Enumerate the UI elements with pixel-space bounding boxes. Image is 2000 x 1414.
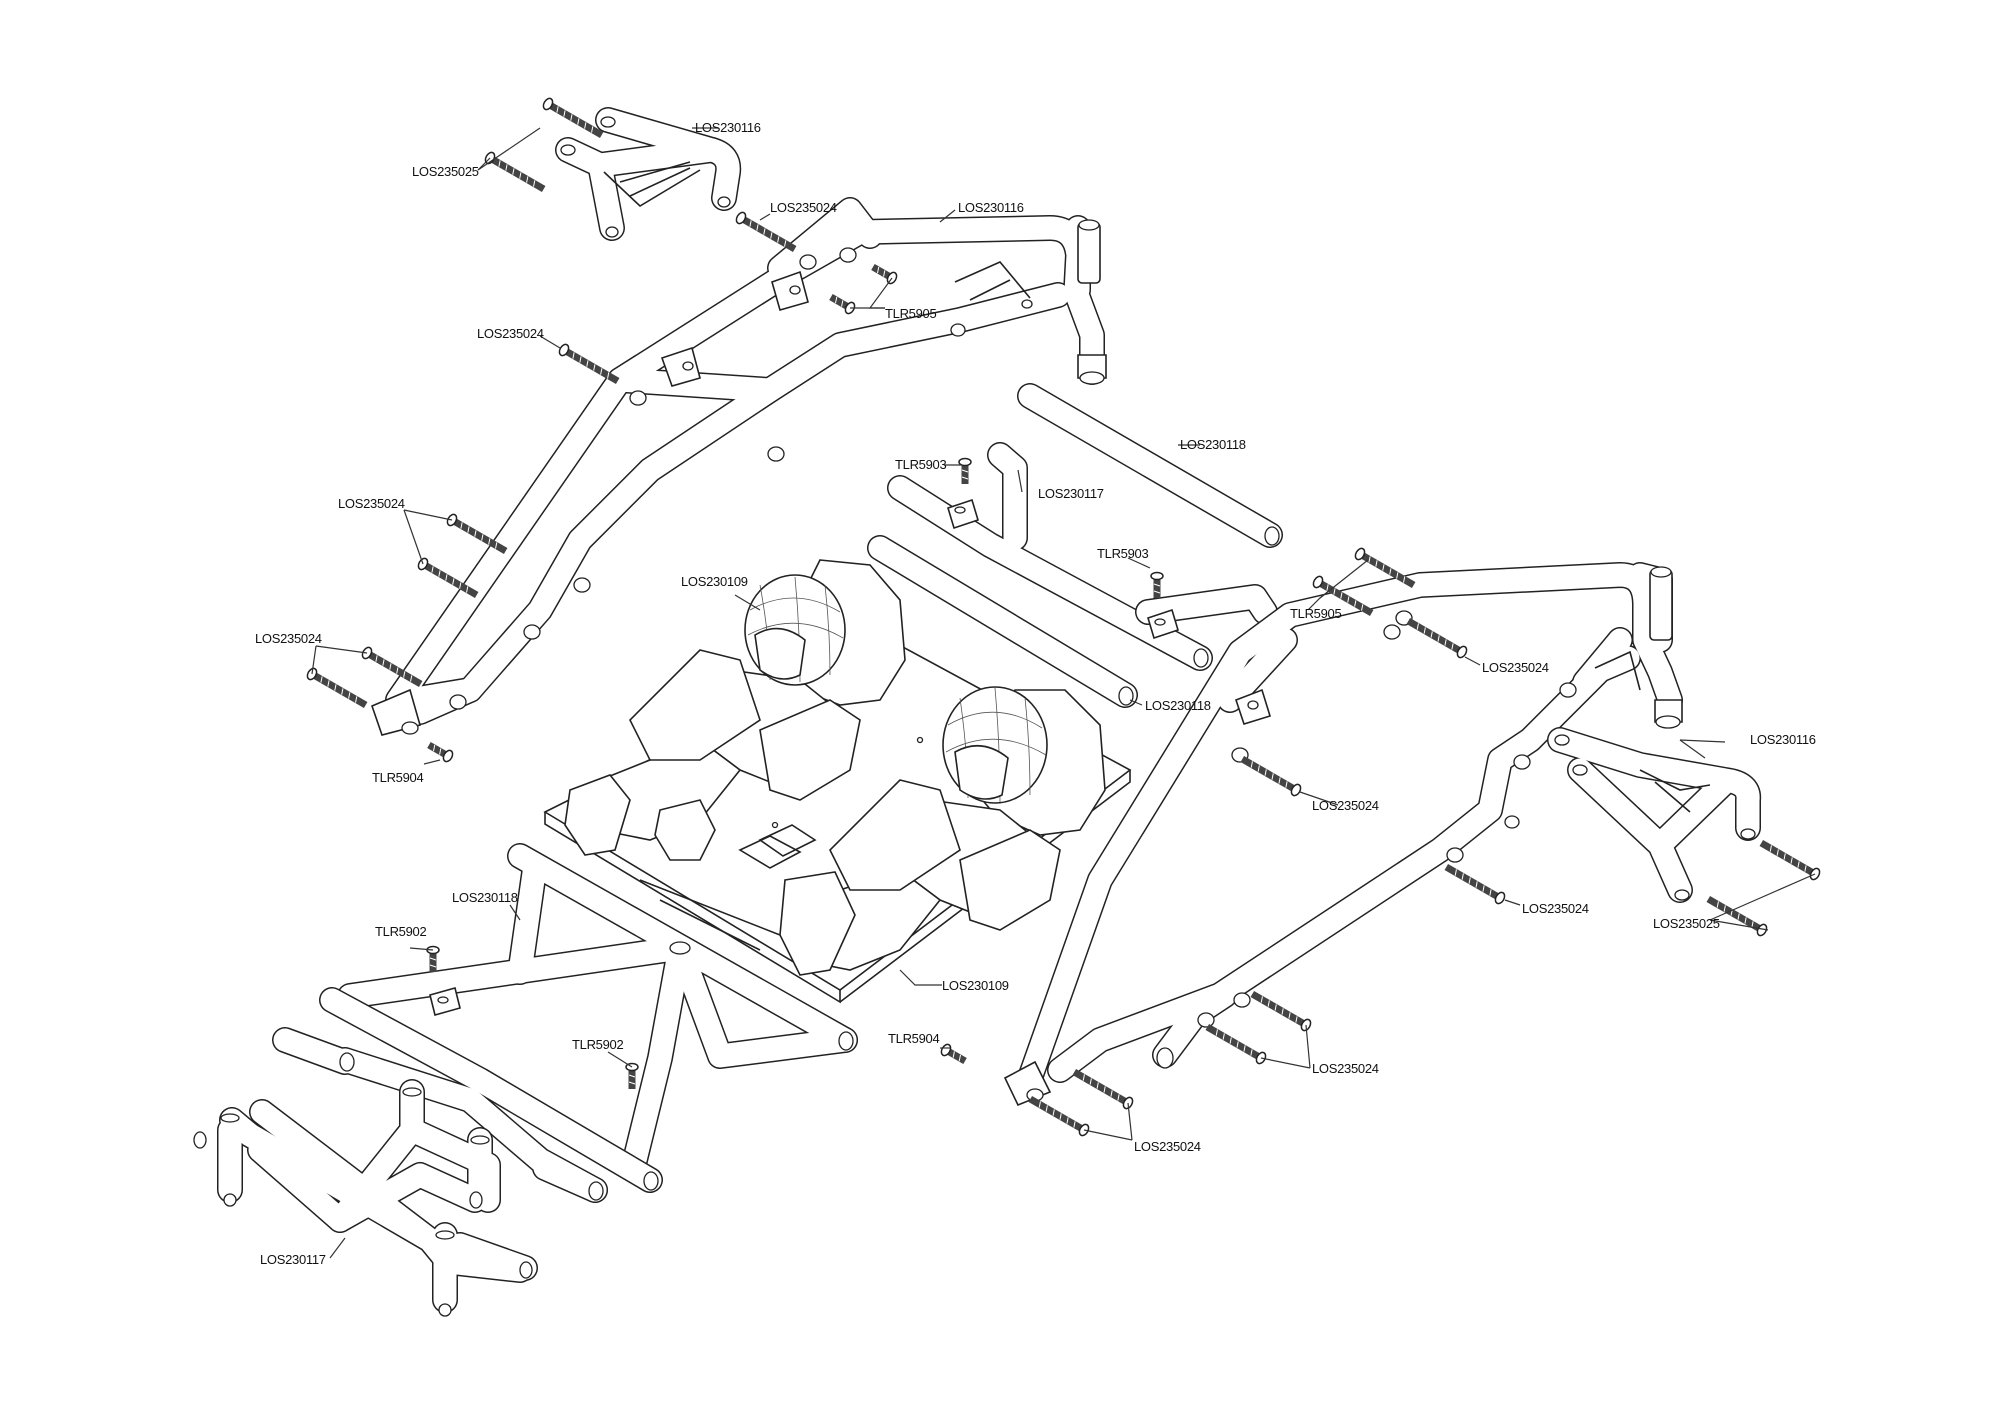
label-los230116-top-left: LOS230116 bbox=[695, 120, 761, 135]
screw-tlr5902-b bbox=[626, 1064, 638, 1090]
screw-right-bottom-1 bbox=[1071, 1067, 1134, 1110]
label-tlr5902-a: TLR5902 bbox=[375, 924, 426, 939]
center-crossbar-part bbox=[887, 442, 1213, 671]
screw-tlr5905-a bbox=[870, 262, 899, 285]
drivers-part bbox=[564, 559, 1106, 976]
right-roll-cage-part bbox=[1003, 562, 1683, 1107]
center-rod-part bbox=[867, 535, 1278, 708]
screw-right-cage-mid bbox=[1239, 754, 1302, 797]
label-tlr5904-right: TLR5904 bbox=[888, 1031, 939, 1046]
screw-left-cage-mid bbox=[558, 343, 621, 386]
screw-tlr5902-a bbox=[427, 947, 439, 973]
label-los230116-left-cage: LOS230116 bbox=[958, 200, 1024, 215]
screw-tlr5904-right bbox=[940, 1043, 969, 1066]
label-los230117-bumper: LOS230117 bbox=[260, 1252, 326, 1267]
label-los230118-front: LOS230118 bbox=[452, 890, 518, 905]
label-los235024-right-pair-1: LOS235024 bbox=[1312, 1061, 1379, 1076]
left-roll-cage-part bbox=[370, 197, 1107, 736]
label-los235024-left-top: LOS235024 bbox=[770, 200, 837, 215]
screw-right-pair-2 bbox=[1204, 1022, 1267, 1065]
screw-tlr5903-b bbox=[1151, 573, 1163, 599]
roof-bar-part bbox=[1017, 383, 1283, 548]
label-los230109-tray: LOS230109 bbox=[942, 978, 1009, 993]
label-tlr5903-b: TLR5903 bbox=[1097, 546, 1148, 561]
label-tlr5905-left: TLR5905 bbox=[885, 306, 936, 321]
label-tlr5905-right: TLR5905 bbox=[1290, 606, 1341, 621]
label-los230118-center: LOS230118 bbox=[1145, 698, 1211, 713]
screw-right-bottom-2 bbox=[1027, 1094, 1090, 1137]
label-tlr5904-left: TLR5904 bbox=[372, 770, 423, 785]
label-los235024-right-top: LOS235024 bbox=[1482, 660, 1549, 675]
label-los235024-right-pair-2: LOS235024 bbox=[1134, 1139, 1201, 1154]
label-los235025-right: LOS235025 bbox=[1653, 916, 1720, 931]
label-los230118-roof: LOS230118 bbox=[1180, 437, 1246, 452]
label-tlr5902-b: TLR5902 bbox=[572, 1037, 623, 1052]
screw-right-cage-low bbox=[1443, 862, 1506, 905]
label-los235024-right-mid: LOS235024 bbox=[1312, 798, 1379, 813]
label-los230117-center: LOS230117 bbox=[1038, 486, 1104, 501]
label-los235024-left-mid: LOS235024 bbox=[477, 326, 544, 341]
label-los230109-drivers: LOS230109 bbox=[681, 574, 748, 589]
screw-right-pair-1 bbox=[1249, 989, 1312, 1032]
top-left-brace-part bbox=[555, 107, 742, 241]
part-labels: LOS230116 LOS235025 LOS235024 LOS230116 … bbox=[255, 120, 1816, 1267]
screw-tlr5904-left bbox=[426, 740, 455, 763]
label-los230116-right: LOS230116 bbox=[1750, 732, 1816, 747]
front-bumper-part bbox=[193, 1079, 538, 1317]
screw-left-cage-top bbox=[735, 211, 798, 254]
right-brace-part bbox=[1547, 727, 1762, 903]
screw-left-cage-d bbox=[306, 667, 369, 710]
screw-top-left-2 bbox=[484, 151, 547, 194]
label-tlr5903-a: TLR5903 bbox=[895, 457, 946, 472]
screw-right-cage-top bbox=[1405, 616, 1468, 659]
screw-tlr5903-a bbox=[959, 459, 971, 485]
screw-tlr5905-b bbox=[828, 292, 857, 315]
label-los235025-top-left: LOS235025 bbox=[412, 164, 479, 179]
label-los235024-left-pair-2: LOS235024 bbox=[255, 631, 322, 646]
label-los235024-left-pair-1: LOS235024 bbox=[338, 496, 405, 511]
leader-lines bbox=[311, 127, 1816, 1259]
front-bar-part bbox=[337, 843, 858, 1173]
label-los235024-right-low: LOS235024 bbox=[1522, 901, 1589, 916]
